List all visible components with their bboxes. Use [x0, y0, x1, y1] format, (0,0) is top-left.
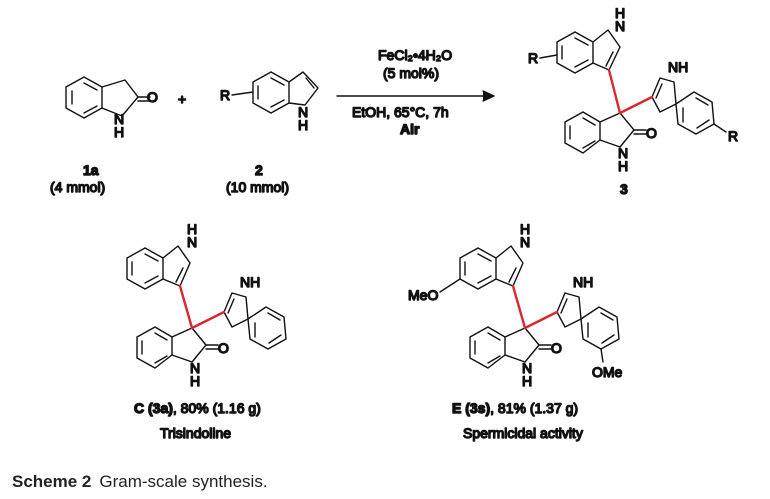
atom-h-c: H: [190, 373, 200, 389]
atom-n-e: N: [522, 360, 532, 376]
atom-r-3-right: R: [728, 128, 738, 144]
example-c-label: C (3a), 80% (1.16 g): [134, 400, 261, 416]
red-bond-e1: [511, 284, 527, 330]
reagent-text: FeCl₂•4H₂O: [378, 47, 452, 63]
atom-nh-e: NH: [573, 274, 593, 290]
red-bond-c2: [190, 310, 226, 330]
example-c-name: Trisindoline: [160, 425, 231, 441]
label-2: 2: [255, 162, 263, 178]
atom-n-2: N: [298, 104, 308, 120]
amount-1a: (4 mmol): [50, 179, 105, 195]
conditions-text: EtOH, 65°C, 7h: [352, 104, 449, 120]
structure-e: [439, 245, 620, 369]
figure-caption: Scheme 2 Gram-scale synthesis.: [12, 472, 268, 492]
caption-label: Scheme 2: [12, 472, 92, 491]
atom-h-2: H: [298, 117, 308, 133]
atom-nh-3-right: NH: [668, 59, 688, 75]
atom-h-e-top: H: [520, 221, 530, 237]
atom-r-3-left: R: [528, 50, 538, 66]
atom-oxygen-e: O: [551, 340, 562, 356]
atmosphere-text: Air: [400, 121, 420, 137]
atom-n-3-top: N: [615, 18, 625, 34]
atom-h-e: H: [522, 373, 532, 389]
atom-n-e-top: N: [520, 234, 530, 250]
atom-h-3: H: [618, 158, 628, 174]
structure-1a: [65, 76, 151, 119]
red-bond-e2: [523, 310, 559, 330]
caption-text: Gram-scale synthesis.: [99, 472, 268, 491]
atom-n-c-top: N: [187, 234, 197, 250]
loading-text: (5 mol%): [383, 65, 439, 81]
example-e-yield: , 81% (1.37 g): [490, 400, 578, 416]
red-bond-3b: [618, 95, 654, 115]
label-3: 3: [620, 181, 628, 197]
atom-h-1a: H: [114, 124, 124, 140]
atom-oxygen-1a: O: [147, 89, 158, 105]
atom-h-3-top: H: [615, 5, 625, 21]
amount-2: (10 mmol): [226, 179, 289, 195]
atom-h-c-top: H: [187, 221, 197, 237]
atom-meo-e: MeO: [408, 287, 438, 303]
plus-sign: +: [178, 91, 186, 107]
example-e-code: E (3s): [452, 400, 490, 416]
red-bond-3a: [607, 68, 622, 115]
example-e-label: E (3s), 81% (1.37 g): [452, 400, 578, 416]
structure-2: [231, 71, 319, 114]
atom-r-2: R: [220, 87, 230, 103]
structure-c: [126, 245, 287, 369]
atom-n-c: N: [190, 360, 200, 376]
red-bond-c1: [178, 284, 194, 330]
atom-ome-e: OMe: [592, 364, 623, 380]
structure-3: [539, 29, 727, 154]
atom-nh-c: NH: [240, 274, 260, 290]
atom-n-3: N: [618, 145, 628, 161]
atom-n-1a: N: [114, 111, 124, 127]
atom-oxygen-c: O: [218, 340, 229, 356]
label-1a: 1a: [83, 162, 99, 178]
atom-oxygen-3: O: [646, 125, 657, 141]
example-c-yield: , 80% (1.16 g): [173, 400, 261, 416]
reaction-arrow: [336, 90, 495, 102]
example-c-code: C (3a): [134, 400, 173, 416]
example-e-name: Spermicidal activity: [463, 425, 583, 441]
